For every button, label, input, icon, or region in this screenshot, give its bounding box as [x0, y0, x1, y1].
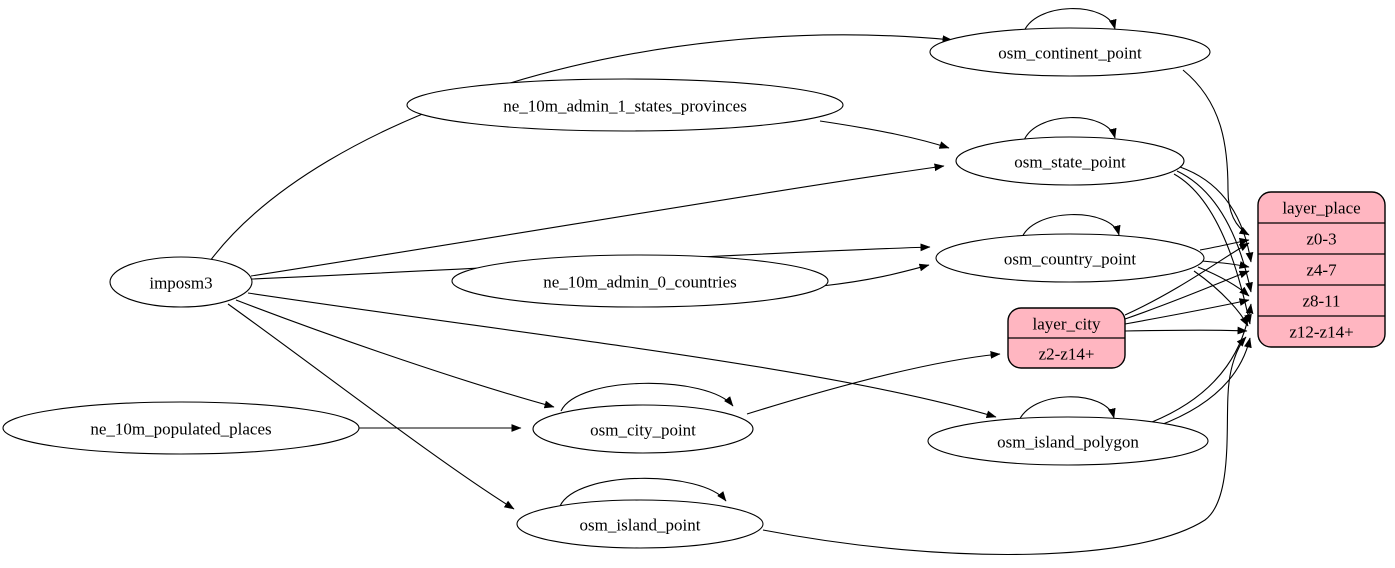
edge-osm_state_point-layer_place_z8_11: [1176, 170, 1253, 293]
node-ne-10m-admin-1-states-provinces: ne_10m_admin_1_states_provinces: [406, 78, 844, 132]
node-ne-10m-populated-places: ne_10m_populated_places: [2, 401, 360, 455]
selfloop-osm_city_point: [560, 382, 734, 412]
osm-continent-point-ellipse: [929, 27, 1211, 77]
osm-island-point-label: osm_island_point: [580, 516, 701, 535]
node-osm-island-polygon: osm_island_polygon: [927, 416, 1209, 466]
edge-imposm3-osm_island_point: [227, 303, 515, 510]
ne-10m-admin-0-ellipse: [451, 254, 829, 308]
edge-layer_city-layer_place_z4_7: [1124, 270, 1250, 320]
node-ne-10m-admin-0-countries: ne_10m_admin_0_countries: [451, 254, 829, 308]
selfloop-osm_continent_point: [1022, 8, 1117, 35]
layer-place-title: layer_place: [1282, 199, 1360, 218]
selfloop-osm_country_point: [1020, 214, 1121, 241]
layer-place-row-z8-11: z8-11: [1302, 292, 1340, 311]
ne-10m-populated-places-label: ne_10m_populated_places: [90, 420, 271, 439]
osm-continent-point-label: osm_continent_point: [998, 44, 1142, 63]
osm-country-point-ellipse: [935, 233, 1205, 283]
edge-osm_island_polygon-layer_place_z12: [1157, 337, 1252, 427]
layer-place-row-z0-3: z0-3: [1306, 230, 1336, 249]
ne-10m-admin-1-ellipse: [406, 78, 844, 132]
edge-osm_country_point-layer_place_z12: [1193, 270, 1249, 327]
ne-10m-admin-1-label: ne_10m_admin_1_states_provinces: [503, 97, 747, 116]
node-imposm3: imposm3: [109, 256, 253, 308]
node-osm-island-point: osm_island_point: [516, 499, 764, 549]
node-layer-place: layer_place z0-3 z4-7 z8-11 z12-z14+: [1257, 191, 1386, 348]
layer-place-box: [1257, 191, 1386, 348]
layer-city-row-z2-z14: z2-z14+: [1039, 345, 1095, 364]
edge-ne_10m_admin_0_countries-osm_country_point: [821, 263, 930, 287]
edges: [209, 8, 1254, 556]
layer-city-title: layer_city: [1033, 315, 1101, 334]
layer-place-row-z12-z14: z12-z14+: [1289, 323, 1353, 342]
edge-imposm3-osm_continent_point: [209, 34, 953, 262]
ne-10m-admin-0-label: ne_10m_admin_0_countries: [543, 273, 737, 292]
osm-state-point-ellipse: [955, 136, 1185, 186]
edge-osm_country_point-layer_place_z0_3: [1199, 237, 1250, 251]
edge-imposm3-osm_state_point: [250, 163, 945, 277]
imposm3-label: imposm3: [149, 274, 212, 293]
edge-layer_city-layer_place_z8_11: [1124, 298, 1250, 325]
node-osm-state-point: osm_state_point: [955, 136, 1185, 186]
osm-state-point-label: osm_state_point: [1014, 153, 1126, 172]
edge-osm_state_point-layer_place_z4_7: [1179, 166, 1254, 263]
edge-osm_continent_point-layer_place_z0_3: [1182, 69, 1250, 236]
edge-imposm3-osm_island_polygon: [247, 292, 997, 419]
edge-osm_country_point-layer_place_z8_11: [1197, 266, 1250, 297]
edge-layer_city-layer_place_z0_3: [1124, 242, 1250, 316]
osm-country-point-label: osm_country_point: [1004, 250, 1136, 269]
edge-imposm3-osm_city_point: [235, 299, 555, 409]
osm-city-point-ellipse: [532, 404, 754, 454]
osm-island-polygon-label: osm_island_polygon: [997, 433, 1139, 452]
selfloop-osm_state_point: [1022, 117, 1117, 144]
selfloop-osm_island_polygon: [1017, 396, 1116, 424]
edge-osm_state_point-layer_place_z12: [1173, 173, 1252, 325]
osm-city-point-label: osm_city_point: [590, 421, 696, 440]
node-layer-city: layer_city z2-z14+: [1007, 307, 1126, 369]
imposm3-ellipse: [109, 256, 253, 308]
edge-ne_10m_admin_1_states_provinces-osm_state_point: [819, 120, 950, 149]
edge-osm_city_point-layer_city_z2: [746, 351, 1001, 415]
edge-osm_country_point-layer_place_z4_7: [1201, 260, 1250, 269]
ne-10m-populated-places-ellipse: [2, 401, 360, 455]
selfloop-osm_island_point: [559, 477, 727, 507]
edge-layer_city-layer_place_z12: [1124, 326, 1248, 335]
node-osm-country-point: osm_country_point: [935, 233, 1205, 283]
osm-island-polygon-ellipse: [927, 416, 1209, 466]
node-osm-city-point: osm_city_point: [532, 404, 754, 454]
edge-osm_island_point-layer_place_z12: [762, 336, 1247, 556]
layer-place-row-z4-7: z4-7: [1306, 261, 1337, 280]
osm-island-point-ellipse: [516, 499, 764, 549]
node-osm-continent-point: osm_continent_point: [929, 27, 1211, 77]
